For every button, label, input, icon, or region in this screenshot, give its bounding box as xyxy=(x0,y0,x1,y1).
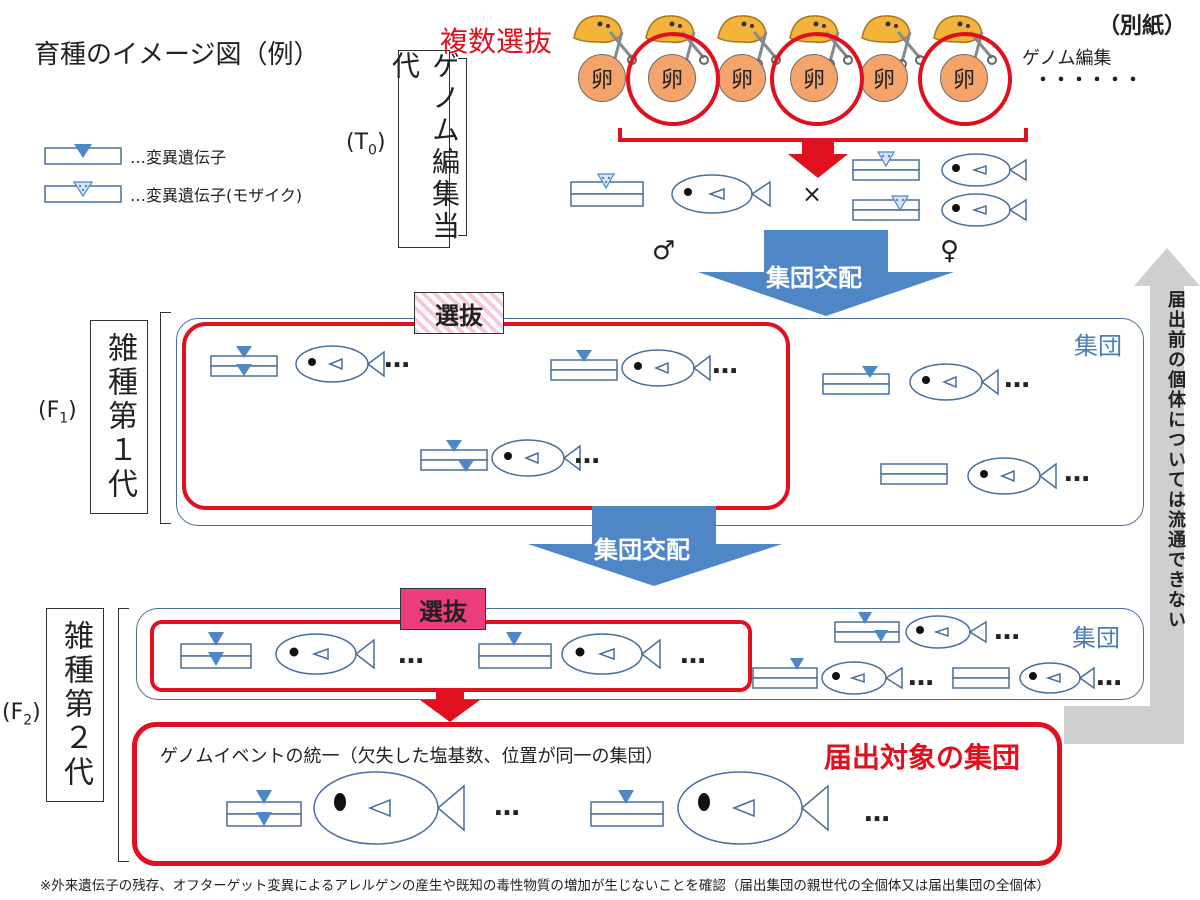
f1-gene-5 xyxy=(880,463,948,485)
f1-ellipsis-1: … xyxy=(384,344,410,374)
f2-selection-badge: 選抜 xyxy=(400,588,486,630)
selected-egg-circle-3 xyxy=(918,32,1012,126)
f2-fish-5 xyxy=(1019,662,1095,694)
gen-t0-label: ゲノム編集当代 xyxy=(388,51,461,243)
cross-arrow-1 xyxy=(698,230,954,316)
t0-female-gene-1 xyxy=(852,151,920,181)
gen-t0-box: ゲノム編集当代 xyxy=(388,50,461,248)
genome-edit-label: ゲノム編集 xyxy=(1022,48,1112,69)
t0-female-fish-2 xyxy=(941,193,1027,227)
f2-gene-5 xyxy=(952,667,1010,689)
legend-mutant-text: …変異遺伝子 xyxy=(130,148,227,167)
mosaic-gene-icon xyxy=(44,181,122,203)
f1-group-label: 集団 xyxy=(1074,332,1122,360)
t0-female-gene-2 xyxy=(852,195,920,221)
cross-label-1: 集団交配 xyxy=(766,264,862,292)
legend: …変異遺伝子 …変異遺伝子(モザイク) xyxy=(44,140,364,210)
genome-event-note: ゲノムイベントの統一（欠失した塩基数、位置が同一の集団） xyxy=(160,746,664,767)
target-gene-2 xyxy=(590,790,664,827)
legend-mosaic-text: …変異遺伝子(モザイク) xyxy=(130,186,303,205)
gen-f2-code: (F2) xyxy=(2,700,41,729)
gen-f2-bracket xyxy=(118,608,129,862)
t0-male-fish xyxy=(671,174,771,214)
t0-female-fish-1 xyxy=(941,153,1027,187)
side-note: 届出前の個体については流通できない xyxy=(1165,290,1186,630)
cross-symbol: × xyxy=(802,180,823,208)
f1-fish-4 xyxy=(909,363,999,401)
f1-ellipsis-4: … xyxy=(1004,364,1030,394)
f1-fish-3 xyxy=(491,439,581,477)
gen-t0-bracket xyxy=(458,58,467,236)
target-ellipsis-1: … xyxy=(494,792,520,822)
side-up-arrow xyxy=(1134,248,1200,744)
gen-f1-box: 雑種第１代 xyxy=(90,320,148,514)
multi-select-label: 複数選抜 xyxy=(440,25,553,58)
f2-ellipsis-1: … xyxy=(398,640,424,670)
male-symbol: ♂ xyxy=(652,236,676,266)
target-group-box xyxy=(132,722,1062,866)
f2-fish-3 xyxy=(905,615,987,649)
target-gene-1 xyxy=(226,790,302,827)
female-symbol: ♀ xyxy=(940,236,960,266)
f2-fish-2 xyxy=(561,633,661,675)
f1-fish-5 xyxy=(967,457,1057,495)
side-arrow-tail xyxy=(1064,706,1152,744)
target-fish-1 xyxy=(313,771,465,845)
page-title: 育種のイメージ図（例） xyxy=(34,40,320,70)
target-arrow xyxy=(420,688,480,722)
selected-egg-circle-1 xyxy=(626,32,720,126)
f2-ellipsis-5: … xyxy=(1096,662,1122,692)
egg-3: 卵 xyxy=(718,54,766,102)
f1-selection-badge: 選抜 xyxy=(414,292,504,334)
f2-ellipsis-4: … xyxy=(908,662,934,692)
f2-gene-3 xyxy=(834,612,900,643)
selection-bracket xyxy=(618,128,1028,178)
f1-ellipsis-5: … xyxy=(1064,458,1090,488)
gen-f1-code: (F1) xyxy=(38,398,77,427)
f1-ellipsis-3: … xyxy=(574,440,600,470)
f1-fish-1 xyxy=(295,345,385,383)
attachment-label: （別紙） xyxy=(1098,14,1187,39)
f1-ellipsis-2: … xyxy=(712,350,738,380)
target-ellipsis-2: … xyxy=(864,798,890,828)
f1-gene-3 xyxy=(420,440,488,472)
gen-f2-label: 雑種第２代 xyxy=(58,620,93,790)
f1-gene-4 xyxy=(822,366,890,395)
f2-group-label: 集団 xyxy=(1072,624,1120,652)
mutant-gene-icon xyxy=(44,144,122,165)
genome-edit-dots: ・・・・・・ xyxy=(1034,70,1142,91)
f2-ellipsis-3: … xyxy=(994,616,1020,646)
cross-label-2: 集団交配 xyxy=(594,536,690,564)
f1-gene-1 xyxy=(210,346,278,377)
selected-egg-circle-2 xyxy=(770,32,864,126)
gen-t0-code: (T0) xyxy=(346,130,386,159)
f2-group xyxy=(136,608,1144,700)
egg-1: 卵 xyxy=(578,54,626,102)
target-fish-2 xyxy=(677,771,829,845)
f2-fish-1 xyxy=(275,633,375,675)
f2-gene-4 xyxy=(752,658,818,689)
f2-gene-2 xyxy=(478,632,552,669)
f2-ellipsis-2: … xyxy=(680,640,706,670)
t0-male-gene xyxy=(570,173,644,207)
gen-f1-bracket xyxy=(160,312,171,524)
target-group-label: 届出対象の集団 xyxy=(824,741,1021,774)
f2-fish-4 xyxy=(821,661,903,695)
f1-gene-2 xyxy=(550,350,618,381)
gen-f1-label: 雑種第１代 xyxy=(102,332,137,502)
footnote: ※外来遺伝子の残存、オフターゲット変異によるアレルゲンの産生や既知の毒性物質の増… xyxy=(40,878,1050,894)
f2-gene-1 xyxy=(180,632,252,669)
f1-fish-2 xyxy=(621,349,711,387)
egg-5: 卵 xyxy=(860,54,908,102)
cross-arrow-2 xyxy=(528,506,782,586)
gen-f2-box: 雑種第２代 xyxy=(46,608,104,802)
